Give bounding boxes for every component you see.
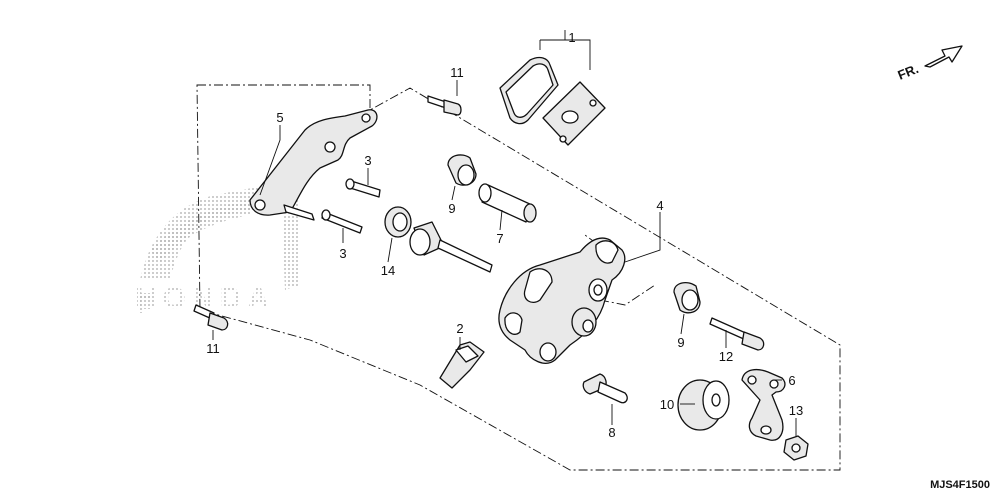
callout-3b: 3 <box>339 246 346 261</box>
callout-10: 10 <box>660 397 674 412</box>
callout-9a: 9 <box>448 201 455 216</box>
leader-7 <box>499 209 503 231</box>
flange-bolt-lower <box>193 304 229 331</box>
callout-2: 2 <box>456 321 463 336</box>
caliper-mount-bolt <box>709 317 765 351</box>
callout-6: 6 <box>788 373 795 388</box>
caliper-body <box>498 237 626 364</box>
leader-9a <box>451 185 456 201</box>
callout-9b: 9 <box>677 335 684 350</box>
pin-sleeve-rod <box>409 221 493 273</box>
callout-11b: 11 <box>206 341 220 356</box>
dust-boot-upper <box>447 154 477 186</box>
callout-3a: 3 <box>364 153 371 168</box>
callout-7: 7 <box>496 231 503 246</box>
guard-roller <box>677 379 730 431</box>
leader-4 <box>624 212 661 263</box>
assembly-outline-frame <box>196 84 841 471</box>
front-arrow-icon <box>924 45 963 68</box>
leader-9b <box>680 313 685 335</box>
callout-4: 4 <box>656 198 663 213</box>
slide-pin-upper <box>345 178 381 198</box>
pin-seal <box>384 206 412 238</box>
guard-plate <box>741 368 786 441</box>
slide-pin-lower <box>321 209 363 234</box>
flange-nut <box>783 435 809 461</box>
front-direction-indicator: FR. <box>896 45 963 83</box>
dust-boot-lower <box>673 281 701 314</box>
callout-8: 8 <box>608 425 615 440</box>
bleeder-valve <box>582 373 628 404</box>
leader-5 <box>259 125 281 196</box>
callout-13: 13 <box>789 403 803 418</box>
callout-12: 12 <box>719 349 733 364</box>
front-direction-label: FR. <box>896 61 921 83</box>
caliper-pin <box>478 183 537 223</box>
flange-bolt-upper <box>427 95 462 116</box>
figure-code: MJS4F1500 <box>930 479 990 491</box>
brake-pad-set <box>499 56 606 146</box>
callout-5: 5 <box>276 110 283 125</box>
leader-1 <box>539 30 591 70</box>
caliper-bracket <box>249 109 378 221</box>
callout-11a: 11 <box>450 65 464 80</box>
leader-14 <box>387 237 393 263</box>
callout-14: 14 <box>381 263 395 278</box>
callout-1: 1 <box>568 30 575 45</box>
pad-spring-clip <box>439 341 485 389</box>
